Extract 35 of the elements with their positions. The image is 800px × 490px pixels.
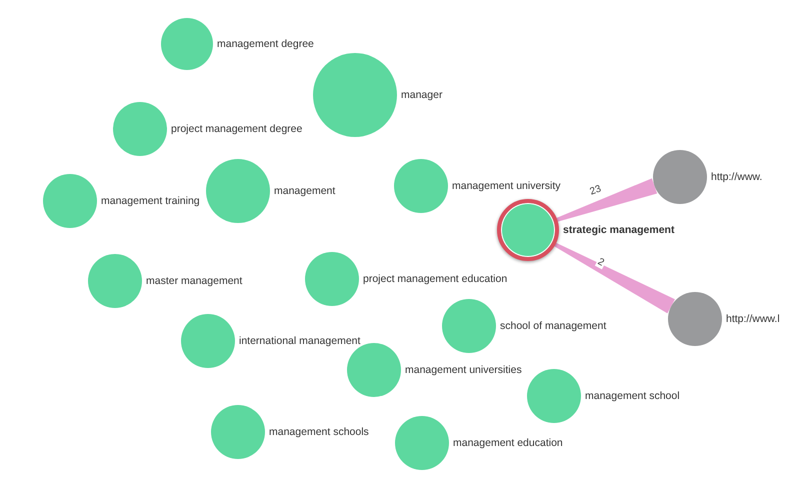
node-label: management training	[101, 195, 200, 207]
graph-node	[181, 314, 360, 368]
node-label: master management	[146, 275, 242, 287]
graph-node	[43, 174, 200, 228]
graph-node	[161, 18, 314, 70]
graph-node	[206, 159, 336, 223]
edge-label: 23	[587, 182, 604, 198]
graph-node	[527, 369, 680, 423]
node-label: management	[274, 185, 336, 197]
node-label: management universities	[405, 364, 522, 376]
node-label: management schools	[269, 426, 369, 438]
node-label: school of management	[500, 320, 606, 332]
graph-node	[211, 405, 369, 459]
node-label: project management education	[363, 273, 508, 285]
graph-node	[653, 150, 762, 204]
graph-node	[313, 53, 442, 137]
node-label: manager	[401, 89, 442, 101]
connector	[554, 242, 675, 314]
node-label: http://www.l	[726, 313, 780, 325]
node-label: http://www.	[711, 171, 762, 183]
graph-node	[668, 292, 780, 346]
graph-node	[113, 102, 302, 156]
graph-node	[395, 416, 563, 470]
graph-node	[305, 252, 508, 306]
node-label: management university	[452, 180, 561, 192]
node-label: strategic management	[563, 224, 674, 236]
node-label: management school	[585, 390, 680, 402]
graph-node	[88, 254, 242, 308]
node-label: project management degree	[171, 123, 302, 135]
graph-node	[442, 299, 606, 353]
graph-node	[394, 159, 561, 213]
node-label: international management	[239, 335, 360, 347]
node-label: management degree	[217, 38, 314, 50]
node-label: management education	[453, 437, 563, 449]
connector	[556, 178, 658, 222]
